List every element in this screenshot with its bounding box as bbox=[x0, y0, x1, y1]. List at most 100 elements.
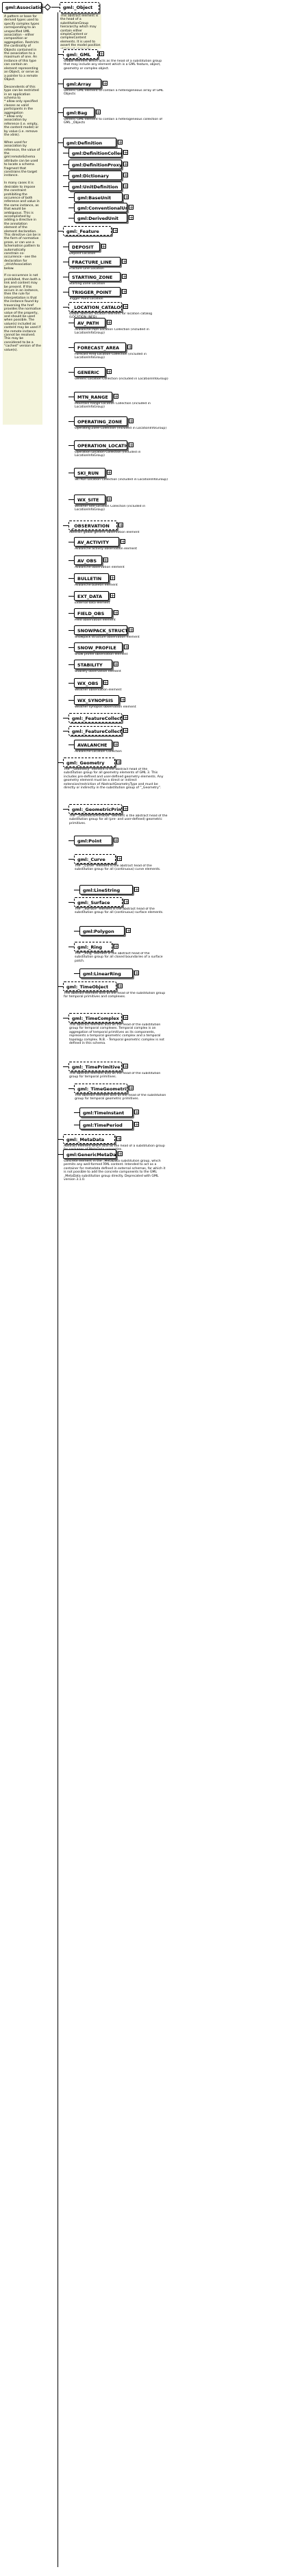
expand-icon[interactable]: + bbox=[118, 140, 123, 145]
schema-element-box[interactable]: gml:_TimeObject bbox=[63, 981, 116, 991]
expand-icon[interactable]: + bbox=[123, 728, 128, 734]
schema-element-box[interactable]: WX_OBS bbox=[74, 678, 102, 688]
schema-element-box[interactable]: STARTING_ZONE bbox=[68, 272, 121, 282]
schema-element-box[interactable]: _OBSERVATION bbox=[68, 521, 118, 530]
schema-element-box[interactable]: AV_PATH bbox=[74, 318, 105, 327]
schema-element-box[interactable]: _LOCATION_CATALOG_ELEMENT bbox=[68, 302, 122, 312]
schema-element-box[interactable]: gml:DefinitionProxy bbox=[68, 160, 122, 169]
schema-element-box[interactable]: gml:GenericMetaData bbox=[63, 1149, 116, 1159]
expand-icon[interactable]: + bbox=[121, 697, 126, 703]
schema-element-box[interactable]: WX_SITE bbox=[74, 495, 105, 504]
schema-element-box[interactable]: DEPOSIT bbox=[68, 242, 100, 251]
schema-element-box[interactable]: gml:Dictionary bbox=[68, 171, 122, 180]
expand-icon[interactable]: + bbox=[126, 928, 131, 934]
schema-element-box[interactable]: gml:_FeatureCollection bbox=[68, 713, 122, 723]
expand-icon[interactable]: + bbox=[113, 742, 118, 747]
expand-icon[interactable]: + bbox=[95, 110, 101, 115]
expand-icon[interactable]: + bbox=[134, 971, 139, 976]
expand-icon[interactable]: + bbox=[123, 184, 128, 189]
schema-element-box[interactable]: SKI_RUN bbox=[74, 468, 105, 477]
expand-icon[interactable]: + bbox=[113, 228, 118, 234]
expand-icon[interactable]: + bbox=[106, 497, 112, 502]
schema-element-box[interactable]: BULLETIN bbox=[74, 573, 109, 583]
schema-element-box[interactable]: gml:UnitDefinition bbox=[68, 182, 122, 191]
object-element-box[interactable]: gml:_Object bbox=[60, 2, 99, 13]
expand-icon[interactable]: + bbox=[101, 244, 106, 249]
expand-icon[interactable]: + bbox=[129, 205, 134, 210]
expand-icon[interactable]: + bbox=[113, 394, 118, 399]
schema-element-box[interactable]: SNOWPACK_STRUCTURE bbox=[74, 625, 127, 635]
expand-icon[interactable]: + bbox=[106, 369, 112, 375]
schema-element-box[interactable]: gml:_Curve bbox=[74, 854, 116, 864]
schema-element-box[interactable]: gml:_TimeGeometricPrimitive bbox=[74, 1084, 127, 1093]
expand-icon[interactable]: + bbox=[102, 81, 108, 86]
expand-icon[interactable]: + bbox=[129, 418, 134, 424]
expand-icon[interactable]: + bbox=[129, 215, 134, 221]
expand-icon[interactable]: + bbox=[134, 1122, 139, 1127]
expand-icon[interactable]: + bbox=[134, 1110, 139, 1115]
expand-icon[interactable]: + bbox=[123, 1064, 128, 1069]
schema-element-box[interactable]: gml:_GML bbox=[63, 49, 98, 59]
expand-icon[interactable]: + bbox=[123, 1015, 128, 1021]
expand-icon[interactable]: + bbox=[123, 304, 128, 310]
expand-icon[interactable]: + bbox=[99, 51, 104, 57]
expand-icon[interactable]: + bbox=[106, 470, 112, 475]
schema-element-box[interactable]: gml:_TimeComplex bbox=[68, 1013, 122, 1023]
expand-icon[interactable]: + bbox=[116, 760, 122, 765]
expand-icon[interactable]: + bbox=[124, 645, 129, 650]
expand-icon[interactable]: + bbox=[122, 274, 127, 279]
schema-element-box[interactable]: FRACTURE_LINE bbox=[68, 257, 121, 266]
schema-element-box[interactable]: gml:_Ring bbox=[74, 942, 112, 951]
schema-element-box[interactable]: STABILITY bbox=[74, 660, 112, 669]
expand-icon[interactable]: + bbox=[134, 887, 139, 892]
expand-icon[interactable]: + bbox=[103, 558, 108, 563]
schema-element-box[interactable]: gml:_Geometry bbox=[63, 758, 116, 767]
expand-icon[interactable]: + bbox=[124, 195, 129, 200]
schema-element-box[interactable]: gml:_TimePrimitive bbox=[68, 1062, 122, 1071]
schema-element-box[interactable]: AV_ACTIVITY bbox=[74, 537, 120, 547]
expand-icon[interactable]: + bbox=[113, 838, 118, 843]
expand-icon[interactable]: + bbox=[106, 320, 112, 325]
expand-icon[interactable]: + bbox=[122, 289, 127, 295]
schema-element-box[interactable]: MTN_RANGE bbox=[74, 392, 112, 401]
expand-icon[interactable]: + bbox=[118, 984, 123, 989]
schema-element-box[interactable]: OPERATING_ZONE bbox=[74, 416, 127, 426]
expand-icon[interactable]: + bbox=[116, 1136, 122, 1142]
schema-element-box[interactable]: OPERATION_LOCATION bbox=[74, 440, 127, 450]
expand-icon[interactable]: + bbox=[129, 627, 134, 633]
schema-element-box[interactable]: gml:BaseUnit bbox=[74, 192, 123, 202]
schema-element-box[interactable]: EXT_DATA bbox=[74, 591, 109, 601]
expand-icon[interactable]: + bbox=[110, 593, 115, 599]
expand-icon[interactable]: + bbox=[113, 944, 118, 949]
expand-icon[interactable]: + bbox=[124, 899, 129, 905]
schema-element-box[interactable]: GENERIC bbox=[74, 367, 105, 377]
schema-element-box[interactable]: FIELD_OBS bbox=[74, 608, 112, 618]
schema-element-box[interactable]: gml:TimePeriod bbox=[79, 1120, 133, 1129]
schema-element-box[interactable]: gml:Polygon bbox=[79, 926, 125, 936]
expand-icon[interactable]: + bbox=[113, 662, 118, 667]
schema-element-box[interactable]: gml:ConventionalUnit bbox=[74, 203, 127, 212]
schema-element-box[interactable]: SNOW_PROFILE bbox=[74, 642, 123, 652]
expand-icon[interactable]: + bbox=[129, 1086, 134, 1091]
schema-element-box[interactable]: gml:LineString bbox=[79, 885, 133, 895]
schema-element-box[interactable]: gml:LinearRing bbox=[79, 968, 133, 978]
schema-element-box[interactable]: gml:TimeInstant bbox=[79, 1108, 133, 1117]
schema-element-box[interactable]: gml:Definition bbox=[63, 138, 116, 147]
expand-icon[interactable]: + bbox=[123, 806, 128, 812]
schema-element-box[interactable]: FORECAST_AREA bbox=[74, 342, 127, 352]
schema-element-box[interactable]: AVALANCHE bbox=[74, 740, 112, 749]
expand-icon[interactable]: + bbox=[118, 1151, 123, 1157]
expand-icon[interactable]: + bbox=[129, 442, 134, 448]
expand-icon[interactable]: + bbox=[123, 150, 128, 155]
expand-icon[interactable]: + bbox=[123, 715, 128, 721]
schema-element-box[interactable]: gml:_GeometricPrimitive bbox=[68, 804, 122, 814]
expand-icon[interactable]: + bbox=[103, 680, 108, 686]
schema-element-box[interactable]: gml:DerivedUnit bbox=[74, 213, 127, 223]
root-type-box[interactable]: gml:AssociationType bbox=[2, 2, 42, 13]
schema-element-box[interactable]: AV_OBS bbox=[74, 555, 102, 565]
expand-icon[interactable]: + bbox=[113, 610, 118, 616]
schema-element-box[interactable]: gml:_Feature bbox=[63, 226, 112, 236]
schema-element-box[interactable]: gml:Bag bbox=[63, 108, 95, 117]
schema-element-box[interactable]: gml:Point bbox=[74, 836, 112, 845]
schema-element-box[interactable]: gml:_MetaData bbox=[63, 1134, 116, 1144]
